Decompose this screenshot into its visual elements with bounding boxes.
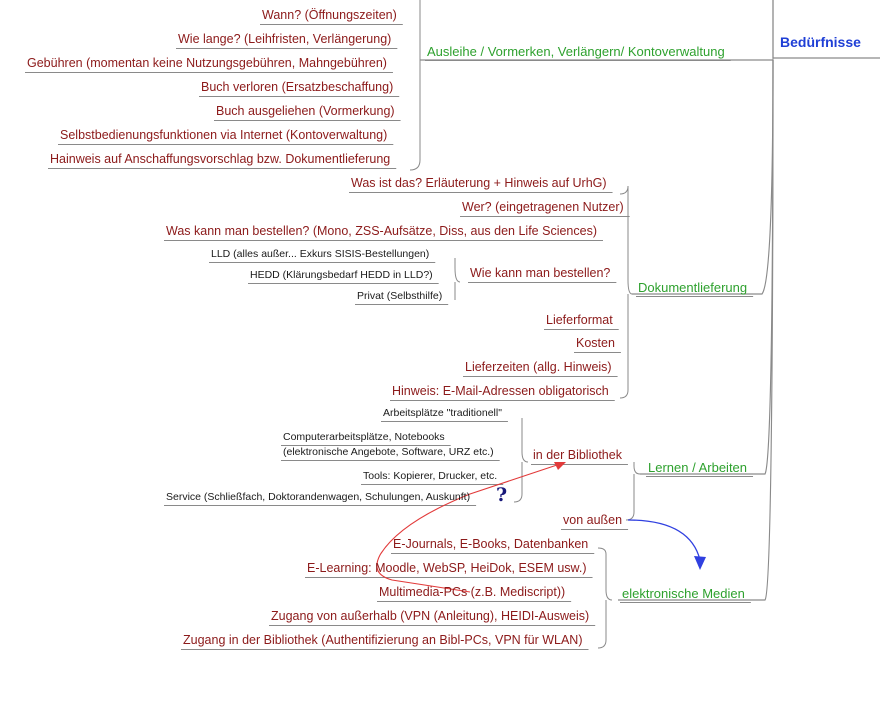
- bibliothek-bracket: [513, 418, 529, 503]
- wie-bracket: [454, 258, 461, 300]
- branch-ausleihe: Ausleihe / Vormerken, Verlängern/ Kontov…: [427, 44, 725, 59]
- medien-item: Zugang von außerhalb (VPN (Anleitung), H…: [271, 609, 590, 623]
- medien-item: Zugang in der Bibliothek (Authentifizier…: [183, 633, 583, 647]
- item-underlines: [25, 24, 754, 650]
- lernen-link: [640, 59, 774, 475]
- bibliothek-item: Service (Schließfach, Doktorandenwagen, …: [166, 491, 471, 503]
- medien-item: Multimedia-PCs (z.B. Mediscript)): [379, 585, 566, 599]
- wie-sub-item: LLD (alles außer... Exkurs SISIS-Bestell…: [211, 248, 430, 260]
- ausleihe-item: Gebühren (momentan keine Nutzungsgebühre…: [27, 56, 387, 70]
- ausleihe-item: Hainweis auf Anschaffungsvorschlag bzw. …: [50, 152, 391, 166]
- red-arrow-line: [376, 463, 561, 593]
- branch-dokumentlieferung: Dokumentlieferung: [638, 280, 748, 295]
- root-node: Bedürfnisse: [780, 34, 861, 50]
- ausleihe-item: Selbstbedienungsfunktionen via Internet …: [60, 128, 388, 142]
- branch-lernen-arbeiten: Lernen / Arbeiten: [648, 460, 748, 475]
- dokument-item: Lieferzeiten (allg. Hinweis): [465, 360, 612, 374]
- ausleihe-item: Buch ausgeliehen (Vormerkung): [216, 104, 395, 118]
- dokument-item: Hinweis: E-Mail-Adressen obligatorisch: [392, 384, 609, 398]
- ausleihe-bracket: [409, 0, 421, 171]
- ausleihe-item: Buch verloren (Ersatzbeschaffung): [201, 80, 394, 94]
- bibliothek-item: Arbeitsplätze "traditionell": [383, 407, 502, 419]
- dokument-bracket-lower: [619, 294, 629, 399]
- red-arrow-head: [554, 462, 566, 470]
- dokument-item: Wer? (eingetragenen Nutzer): [462, 200, 624, 214]
- dokument-item: Was kann man bestellen? (Mono, ZSS-Aufsä…: [166, 224, 597, 238]
- medien-link: [618, 59, 774, 601]
- bibliothek-item: (elektronische Angebote, Software, URZ e…: [283, 446, 494, 458]
- medien-item: E-Learning: Moodle, WebSP, HeiDok, ESEM …: [307, 561, 587, 575]
- bibliothek-item: Computerarbeitsplätze, Notebooks: [283, 431, 445, 443]
- ausleihe-item: Wann? (Öffnungszeiten): [262, 8, 397, 22]
- dokument-item: Lieferformat: [546, 313, 613, 327]
- ausleihe-item: Wie lange? (Leihfristen, Verlängerung): [178, 32, 392, 46]
- aussen-node: von außen: [563, 513, 623, 527]
- lernen-bracket: [625, 462, 641, 521]
- bibliothek-node: in der Bibliothek: [533, 448, 622, 462]
- dokument-link: [632, 59, 774, 295]
- branch-elektronische-medien: elektronische Medien: [622, 586, 745, 601]
- question-mark-icon: ?: [496, 484, 508, 506]
- dokument-item: Wie kann man bestellen?: [470, 266, 611, 280]
- wie-sub-item: Privat (Selbsthilfe): [357, 290, 443, 302]
- wie-sub-item: HEDD (Klärungsbedarf HEDD in LLD?): [250, 269, 433, 281]
- dokument-item: Kosten: [576, 336, 615, 350]
- dokument-item: Was ist das? Erläuterung + Hinweis auf U…: [351, 176, 607, 190]
- blue-arrow-head: [694, 556, 706, 570]
- blue-arrow-line: [627, 519, 701, 561]
- bibliothek-item: Tools: Kopierer, Drucker, etc.: [363, 470, 498, 482]
- medien-bracket: [597, 547, 613, 649]
- dokument-bracket: [619, 185, 633, 295]
- medien-item: E-Journals, E-Books, Datenbanken: [393, 537, 589, 551]
